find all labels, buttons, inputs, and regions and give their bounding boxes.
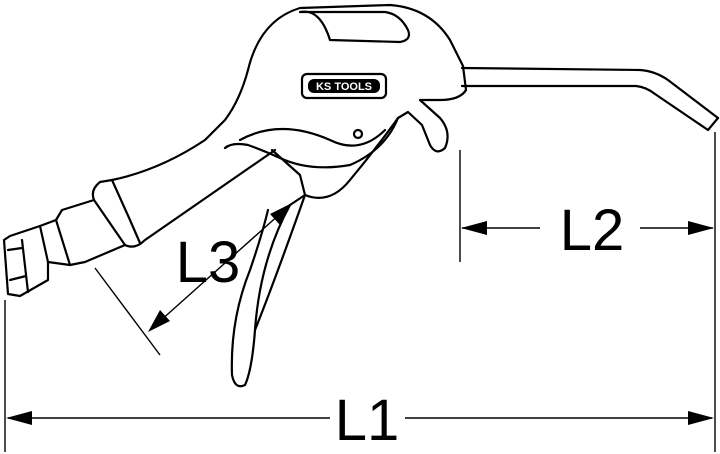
coupling: [2, 198, 127, 298]
handle: [91, 148, 307, 248]
nozzle: [460, 66, 720, 132]
logo: [308, 79, 380, 93]
screw: [352, 128, 364, 140]
logo-frame: [300, 72, 388, 100]
gun-body: KS TOOLS: [110, 3, 468, 182]
dimension-l1: L1: [335, 388, 400, 453]
trigger-lever: [230, 116, 400, 388]
logo-text: KS TOOLS: [316, 81, 372, 93]
dimension-lines: [4, 132, 716, 452]
dimension-l2: L2: [560, 198, 625, 263]
dimension-l3: L3: [176, 230, 241, 295]
